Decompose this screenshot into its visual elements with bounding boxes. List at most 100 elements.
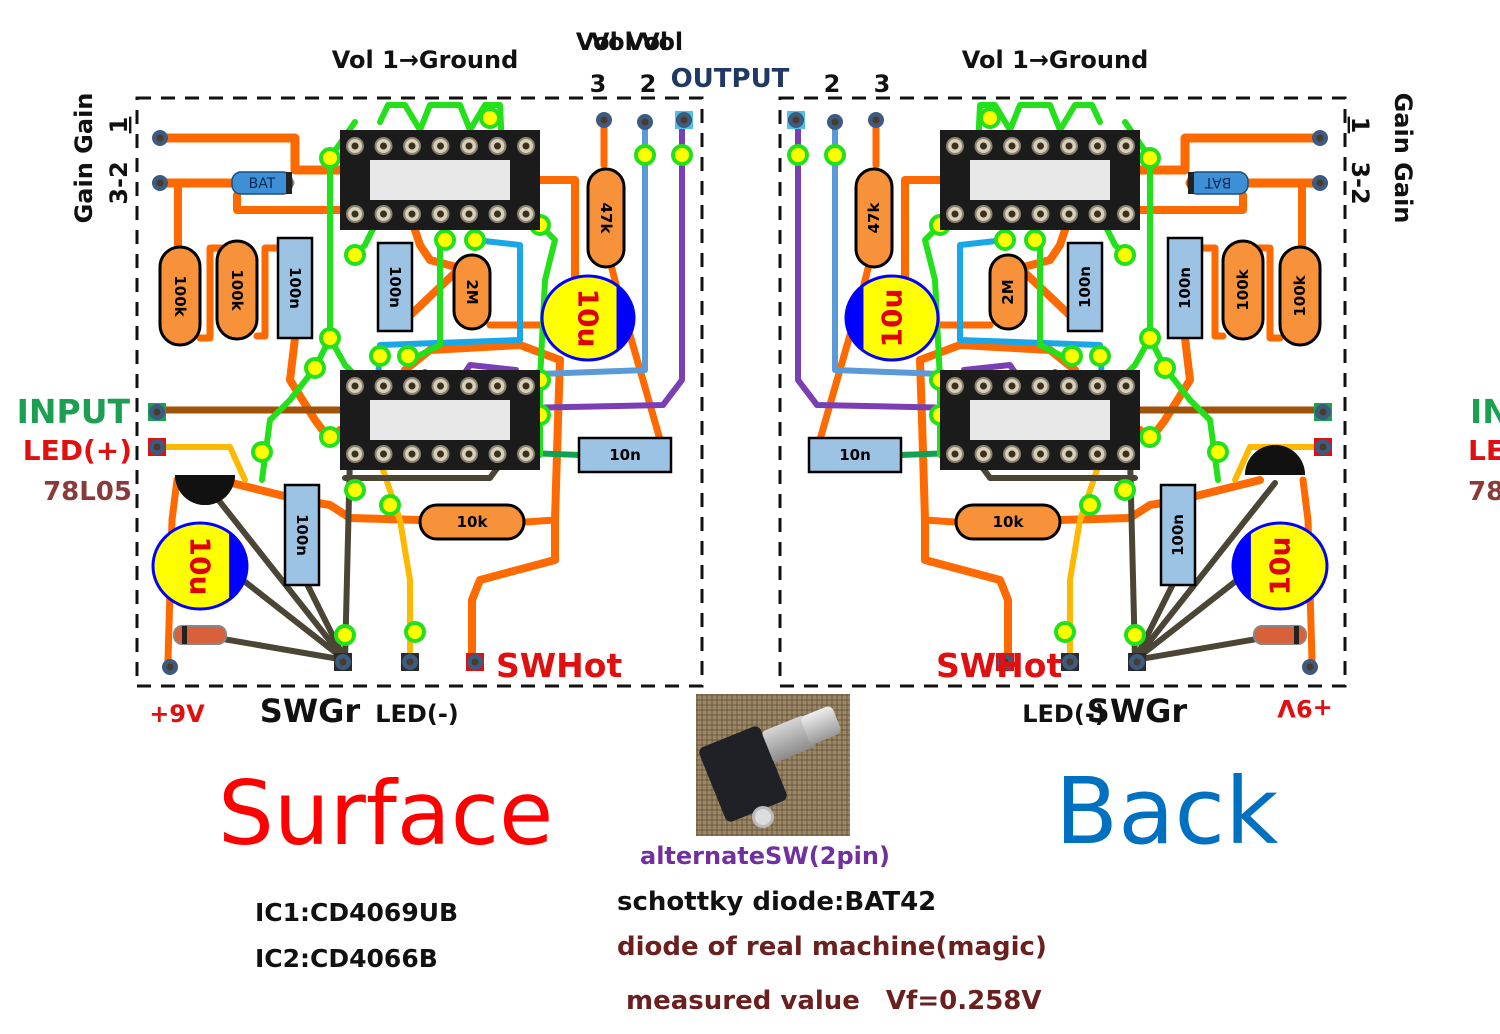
trace-ground-cap xyxy=(227,567,348,663)
trace-ground-reg xyxy=(1132,480,1278,663)
ic-pin-hole xyxy=(1065,382,1073,390)
ic-pin-hole xyxy=(951,450,959,458)
capacitor-10n-label: 10n xyxy=(839,446,871,464)
ic-pin-hole xyxy=(1094,210,1101,218)
pad-hole xyxy=(1316,134,1324,142)
pad-hole xyxy=(153,408,161,416)
ic-pin-hole xyxy=(522,450,530,458)
jumper-point xyxy=(824,144,846,166)
trace-9v xyxy=(164,476,181,664)
resistor-100k-b-body xyxy=(215,239,259,341)
resistor-47k: 47k xyxy=(854,167,894,269)
electrolytic-10u-top-label: 10u xyxy=(572,289,605,348)
jumper-point xyxy=(344,244,366,266)
jumper-ic1-top xyxy=(972,102,1103,213)
trace-res-link xyxy=(196,244,229,342)
ic-pin-hole xyxy=(1008,450,1016,458)
electrolytic-10u-bottom-outline xyxy=(1231,521,1329,611)
resistor-100k-a-label: 100k xyxy=(171,275,189,317)
jumper-point xyxy=(787,144,809,166)
ic-pin-hole xyxy=(1037,450,1044,458)
ic-pin-hole xyxy=(494,142,501,150)
jumper-left-long xyxy=(1147,335,1221,483)
led-plus-label: LED(+) xyxy=(23,434,132,467)
capacitor-100n-a-body xyxy=(1166,236,1204,340)
diode-cathode-band xyxy=(1188,172,1194,194)
gain-gain-label: Gain Gain xyxy=(70,93,98,224)
ic-pin-hole xyxy=(980,142,987,150)
jumper-left-long xyxy=(259,335,333,483)
resistor-2m-body xyxy=(988,253,1028,331)
ic-pin-hole xyxy=(980,382,987,390)
regulator-78l05-label: 78L05 xyxy=(43,477,132,507)
jumper-point xyxy=(319,327,341,349)
ic-pin-hole xyxy=(522,210,530,218)
capacitor-100n-b-label: 100n xyxy=(386,266,404,308)
resistor-2m-label: 2M xyxy=(999,279,1017,304)
jumper-point xyxy=(1114,244,1136,266)
ic-pin-hole xyxy=(1065,210,1073,218)
back-title: Back xyxy=(1055,758,1279,865)
led-minus-label: LED(-) xyxy=(1022,700,1106,728)
gain-1-label: 1 xyxy=(105,117,133,134)
trace-res2 xyxy=(1126,191,1247,214)
ic-pin-hole xyxy=(1065,450,1073,458)
jumper-point xyxy=(251,441,273,463)
capacitor-100n-c: 100n xyxy=(283,483,321,587)
jumper-point xyxy=(404,621,426,643)
header-vol-vol: Vol Vol xyxy=(576,28,668,56)
ic-pin-hole xyxy=(380,210,387,218)
ic-pin-hole xyxy=(408,450,416,458)
resistor-100k-b-body xyxy=(1221,239,1265,341)
resistor-10k-body xyxy=(418,503,526,541)
trace-10k-right xyxy=(921,516,959,526)
jumper-point xyxy=(1114,479,1136,501)
pad-hole xyxy=(792,116,800,124)
capacitor-100n-a-label: 100n xyxy=(1176,267,1194,309)
vol3-label: 3 xyxy=(874,70,891,98)
pad-hole xyxy=(1133,658,1141,666)
pad-hole xyxy=(156,134,164,142)
jumper-point xyxy=(1124,624,1146,646)
trace-ground-cap xyxy=(1132,567,1253,663)
ic-pin-hole xyxy=(494,450,501,458)
alternate-switch-photo xyxy=(696,694,850,836)
ic-pin-hole xyxy=(380,450,387,458)
resistor-47k-body xyxy=(854,167,894,269)
glass-diode-body xyxy=(1253,625,1307,645)
capacitor-100n-a: 100n xyxy=(1166,236,1204,340)
resistor-100k-b-label: 100k xyxy=(1234,268,1252,310)
pad-hole xyxy=(406,658,414,666)
plus-9v-label: +9V xyxy=(149,700,205,728)
ic-pin-hole xyxy=(351,382,359,390)
electrolytic-10u-bottom-outline xyxy=(151,521,249,611)
capacitor-100n-c-label: 100n xyxy=(293,514,311,556)
gain-1-label: 1 xyxy=(1346,117,1374,134)
capacitor-100n-c-body xyxy=(283,483,321,587)
real-machine-diode xyxy=(173,625,227,645)
pad-hole xyxy=(831,118,839,126)
ic-pin-hole xyxy=(951,210,959,218)
regulator-shape xyxy=(175,475,235,505)
ic-pin-hole xyxy=(951,142,959,150)
capacitor-100n-a: 100n xyxy=(276,236,314,340)
resistor-2m: 2M xyxy=(988,253,1028,331)
resistor-10k-body xyxy=(954,503,1062,541)
ic2-cd4066b-socket-window xyxy=(370,400,510,440)
electrolytic-10u-bottom-label: 10u xyxy=(184,537,217,596)
ic-pin-hole xyxy=(408,382,416,390)
vol3-label: 3 xyxy=(590,70,607,98)
ic1-cd4069ub-socket xyxy=(940,130,1140,230)
jumper-point xyxy=(1079,494,1101,516)
jumper-point xyxy=(479,107,501,129)
swgr-label: SWGr xyxy=(1087,692,1188,730)
electrolytic-10u-bottom: 10u xyxy=(1231,521,1329,611)
trace-10k-left xyxy=(216,476,424,524)
jumper-point xyxy=(1139,327,1161,349)
header-vol1-ground: Vol 1→Ground xyxy=(962,46,1149,74)
electrolytic-10u-top-outline xyxy=(540,274,636,362)
pad-hole xyxy=(1066,658,1074,666)
